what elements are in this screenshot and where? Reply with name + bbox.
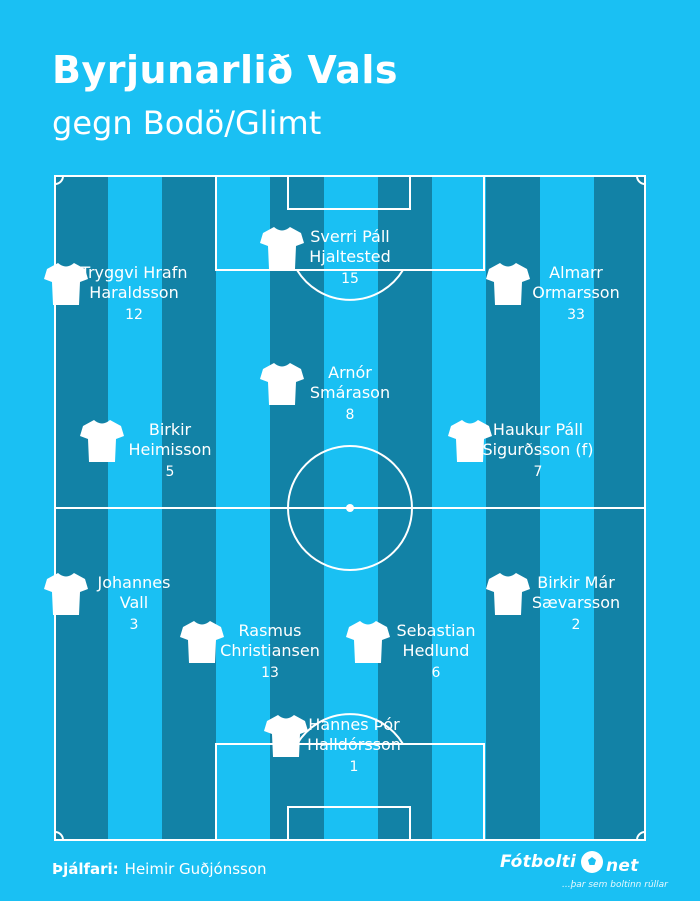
player-name: Haukur Páll Sigurðsson (f) [482, 420, 594, 459]
player-card: Haukur Páll Sigurðsson (f) 7 [448, 418, 628, 481]
top-goal-box [287, 175, 411, 210]
player-card: Sverri Páll Hjaltested 15 [260, 225, 440, 288]
player-card: Almarr Ormarsson 33 [486, 261, 666, 324]
player-card: Sebastian Hedlund 6 [346, 619, 526, 682]
player-number: 3 [129, 617, 139, 633]
corner-arc [54, 175, 64, 185]
coach-label: Þjálfari: [52, 860, 119, 878]
player-card: Birkir Már Sævarsson 2 [486, 571, 666, 634]
player-name: Almarr Ormarsson [532, 263, 620, 302]
player-number: 13 [261, 665, 279, 681]
shirt-icon [44, 263, 88, 305]
shirt-icon [44, 573, 88, 615]
player-name: Rasmus Christiansen [220, 621, 320, 660]
center-spot [346, 504, 354, 512]
shirt-icon [260, 363, 304, 405]
player-number: 6 [431, 665, 441, 681]
top-penalty-arc [296, 269, 404, 301]
player-name: Sebastian Hedlund [396, 621, 476, 660]
page-subtitle: gegn Bodö/Glimt [52, 104, 322, 142]
player-number: 1 [349, 759, 359, 775]
logo-brand-right: net [606, 856, 639, 876]
player-number: 5 [165, 464, 175, 480]
soccer-ball-icon [581, 851, 603, 873]
corner-arc [54, 831, 64, 841]
player-name: Tryggvi Hrafn Haraldsson [80, 263, 188, 302]
player-card: Tryggvi Hrafn Haraldsson 12 [44, 261, 224, 324]
player-card: Hannes Þór Halldórsson 1 [264, 713, 444, 776]
shirt-icon [180, 621, 224, 663]
shirt-icon [346, 621, 390, 663]
football-pitch: Sverri Páll Hjaltested 15 Tryggvi Hrafn … [44, 175, 646, 841]
player-number: 2 [571, 617, 581, 633]
player-number: 7 [533, 464, 543, 480]
fotbolti-net-logo[interactable]: Fótbolti net ...þar sem boltinn rúllar [500, 850, 668, 896]
player-card: Johannes Vall 3 [44, 571, 224, 634]
shirt-icon [264, 715, 308, 757]
shirt-icon [486, 573, 530, 615]
player-number: 33 [567, 307, 585, 323]
shirt-icon [448, 420, 492, 462]
player-number: 12 [125, 307, 143, 323]
shirt-icon [486, 263, 530, 305]
logo-brand-left: Fótbolti [500, 852, 577, 872]
player-card: Birkir Heimisson 5 [80, 418, 260, 481]
player-number: 15 [341, 271, 359, 287]
page-title: Byrjunarlið Vals [52, 48, 398, 92]
logo-tagline: ...þar sem boltinn rúllar [562, 880, 668, 890]
bottom-goal-box [287, 806, 411, 841]
player-card: Arnór Smárason 8 [260, 361, 440, 424]
coach-line: Þjálfari: Heimir Guðjónsson [52, 860, 267, 878]
player-name: Hannes Þór Halldórsson [307, 715, 401, 754]
player-name: Birkir Már Sævarsson [531, 573, 621, 612]
coach-name: Heimir Guðjónsson [124, 860, 267, 878]
player-name: Johannes Vall [97, 573, 171, 612]
player-name: Arnór Smárason [309, 363, 391, 402]
player-card: Rasmus Christiansen 13 [180, 619, 360, 682]
shirt-icon [80, 420, 124, 462]
corner-arc [636, 175, 646, 185]
player-name: Birkir Heimisson [128, 420, 212, 459]
player-name: Sverri Páll Hjaltested [309, 227, 391, 266]
corner-arc [636, 831, 646, 841]
player-number: 8 [345, 407, 355, 423]
shirt-icon [260, 227, 304, 269]
center-circle [287, 445, 413, 571]
